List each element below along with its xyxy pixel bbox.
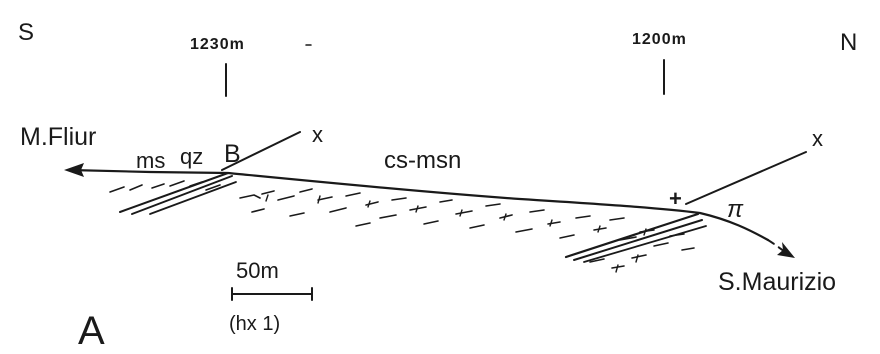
- place-label-s-maurizio: S.Maurizio: [718, 268, 836, 296]
- foliation-cross-ticks: [265, 194, 647, 273]
- x-line-right: [685, 151, 807, 205]
- unit-label-ms: ms: [136, 148, 165, 173]
- pi-symbol-label: π: [727, 196, 744, 223]
- north-label: N: [840, 29, 857, 56]
- unit-label-qz: qz: [180, 144, 203, 169]
- place-label-m-fliur: M.Fliur: [20, 123, 96, 151]
- right-arrow-icon: [777, 242, 795, 258]
- topographic-profile: [64, 163, 795, 258]
- left-arrow-icon: [64, 163, 84, 177]
- layer-boundaries: [119, 172, 707, 263]
- x-line-left: [221, 131, 301, 171]
- elevation-label-1200: 1200m: [632, 31, 687, 48]
- foliation-hatching: [109, 180, 695, 269]
- cross-marker: +: [669, 186, 682, 211]
- point-label-b: B: [224, 140, 241, 168]
- panel-letter: A: [78, 309, 105, 353]
- scale-length-label: 50m: [236, 258, 279, 283]
- south-label: S: [18, 19, 34, 46]
- scale-note-label: (hx 1): [229, 313, 280, 335]
- scale-bar: 50m (hx 1): [229, 258, 313, 335]
- elevation-label-1230: 1230m: [190, 36, 245, 53]
- x-label-right: x: [812, 126, 823, 151]
- unit-label-cs-msn: cs-msn: [384, 147, 461, 174]
- x-label-left: x: [312, 122, 323, 147]
- dashed-continuation: [767, 239, 789, 255]
